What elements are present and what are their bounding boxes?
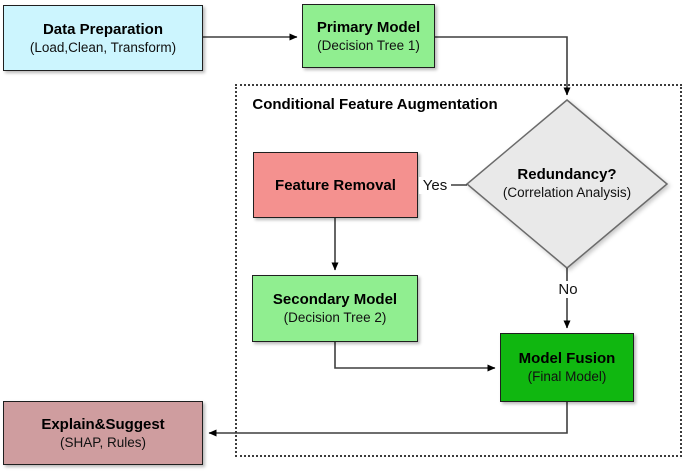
node-data-preparation: Data Preparation (Load,Clean, Transform) (3, 5, 203, 71)
node-subtitle: (SHAP, Rules) (59, 434, 147, 450)
node-secondary-model: Secondary Model (Decision Tree 2) (252, 275, 418, 342)
edge-label-yes: Yes (419, 177, 451, 194)
node-feature-removal: Feature Removal (253, 152, 418, 218)
node-subtitle: (Final Model) (527, 369, 607, 384)
node-primary-model: Primary Model (Decision Tree 1) (302, 4, 435, 68)
node-model-fusion: Model Fusion (Final Model) (500, 333, 634, 402)
node-title: Explain&Suggest (41, 415, 165, 433)
node-subtitle: (Load,Clean, Transform) (29, 39, 177, 55)
node-title: Data Preparation (42, 20, 164, 38)
edge-fusion-to-explain (208, 402, 568, 437)
edge-label-no: No (552, 281, 584, 298)
node-subtitle: (Correlation Analysis) (502, 185, 632, 200)
edge-secondary-to-fusion (334, 342, 496, 372)
conditional-feature-augmentation-container (235, 84, 682, 457)
container-label: Conditional Feature Augmentation (252, 96, 498, 113)
node-title: Primary Model (316, 18, 421, 36)
node-title: Model Fusion (518, 350, 616, 367)
node-subtitle: (Decision Tree 2) (283, 310, 387, 325)
node-title: Secondary Model (272, 291, 398, 308)
node-explain-suggest: Explain&Suggest (SHAP, Rules) (3, 401, 203, 465)
node-title: Feature Removal (275, 176, 396, 194)
node-subtitle: (Decision Tree 1) (317, 37, 420, 53)
node-title: Redundancy? (517, 166, 617, 183)
edge-primary-to-redundancy (435, 36, 571, 96)
node-redundancy-label: Redundancy? (Correlation Analysis) (467, 165, 667, 202)
